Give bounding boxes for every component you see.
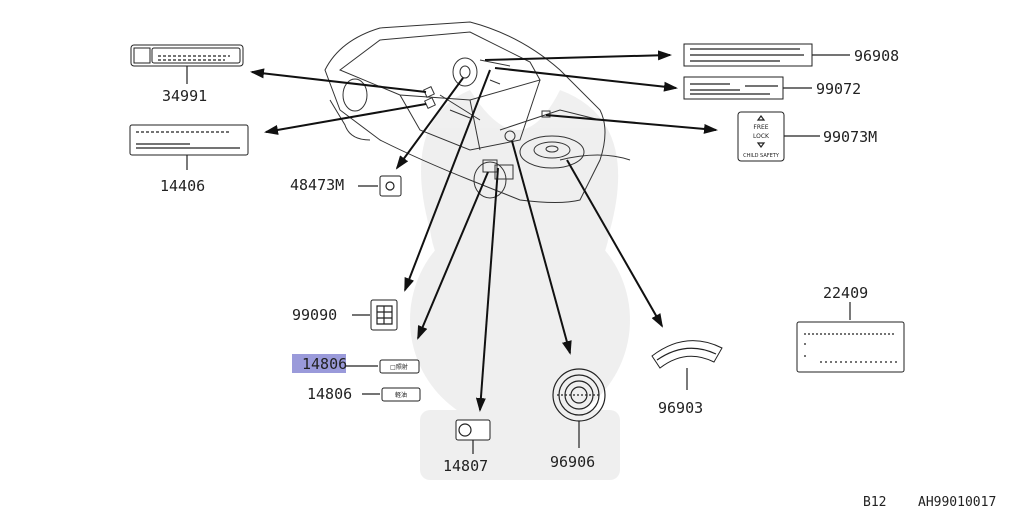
label-14406-sticker bbox=[129, 124, 249, 156]
part-34991[interactable]: 34991 bbox=[130, 44, 244, 105]
part-number-99090: 99090 bbox=[292, 306, 337, 324]
part-48473M[interactable]: 48473M bbox=[290, 175, 402, 197]
label-96903-sticker bbox=[651, 340, 723, 369]
label-14806-sticker-b bbox=[381, 387, 421, 402]
steering-wheel bbox=[452, 57, 478, 87]
part-number-14806: 14806 bbox=[307, 385, 352, 403]
part-14406[interactable]: 14406 bbox=[129, 124, 249, 195]
highlight-box bbox=[292, 354, 346, 373]
part-number-14406: 14406 bbox=[160, 177, 205, 195]
label-text-free: FREE bbox=[753, 124, 768, 131]
spare-tire bbox=[519, 135, 585, 169]
label-48473M-icon bbox=[379, 175, 402, 197]
label-34991-inner-box bbox=[133, 47, 151, 64]
samurai-helmet-watermark bbox=[410, 90, 630, 480]
part-number-22409: 22409 bbox=[823, 284, 868, 302]
label-14807-sticker bbox=[455, 419, 491, 441]
footer-section: B12 bbox=[863, 495, 886, 510]
label-22409-sticker bbox=[796, 321, 905, 373]
part-96903[interactable]: 96903 bbox=[651, 340, 723, 417]
part-99072[interactable]: 99072 bbox=[683, 76, 861, 100]
part-14807[interactable]: 14807 bbox=[443, 419, 491, 475]
part-96906[interactable]: 96906 bbox=[550, 368, 606, 471]
part-number-99073M: 99073M bbox=[823, 128, 877, 146]
part-22409[interactable]: 22409 bbox=[796, 284, 905, 373]
part-96908[interactable]: 96908 bbox=[683, 43, 899, 67]
part-number-96906: 96906 bbox=[550, 453, 595, 471]
part-99090[interactable]: 99090 bbox=[292, 299, 398, 331]
footer-drawing-id: AH99010017 bbox=[918, 495, 996, 510]
label-14806-sticker-a bbox=[379, 359, 420, 374]
leader-arrows bbox=[250, 50, 718, 412]
part-number-96908: 96908 bbox=[854, 47, 899, 65]
part-number-14807: 14807 bbox=[443, 457, 488, 475]
part-number-34991: 34991 bbox=[162, 87, 207, 105]
part-number-14806-highlighted: 14806 bbox=[302, 355, 347, 373]
part-number-48473M: 48473M bbox=[290, 176, 344, 194]
label-14806-text-a: □照射 bbox=[390, 363, 408, 371]
part-14806-highlighted[interactable]: 14806 □照射 bbox=[292, 354, 420, 374]
label-99072-sticker bbox=[683, 76, 784, 100]
label-text-child-safety: CHILD SAFETY bbox=[743, 153, 780, 159]
label-14806-text-b: 軽油 bbox=[395, 391, 407, 399]
part-14806[interactable]: 14806 軽油 bbox=[307, 385, 421, 403]
label-text-lock: LOCK bbox=[753, 133, 770, 140]
part-number-96903: 96903 bbox=[658, 399, 703, 417]
part-number-99072: 99072 bbox=[816, 80, 861, 98]
part-99073M[interactable]: FREE LOCK CHILD SAFETY 99073M bbox=[737, 111, 877, 162]
